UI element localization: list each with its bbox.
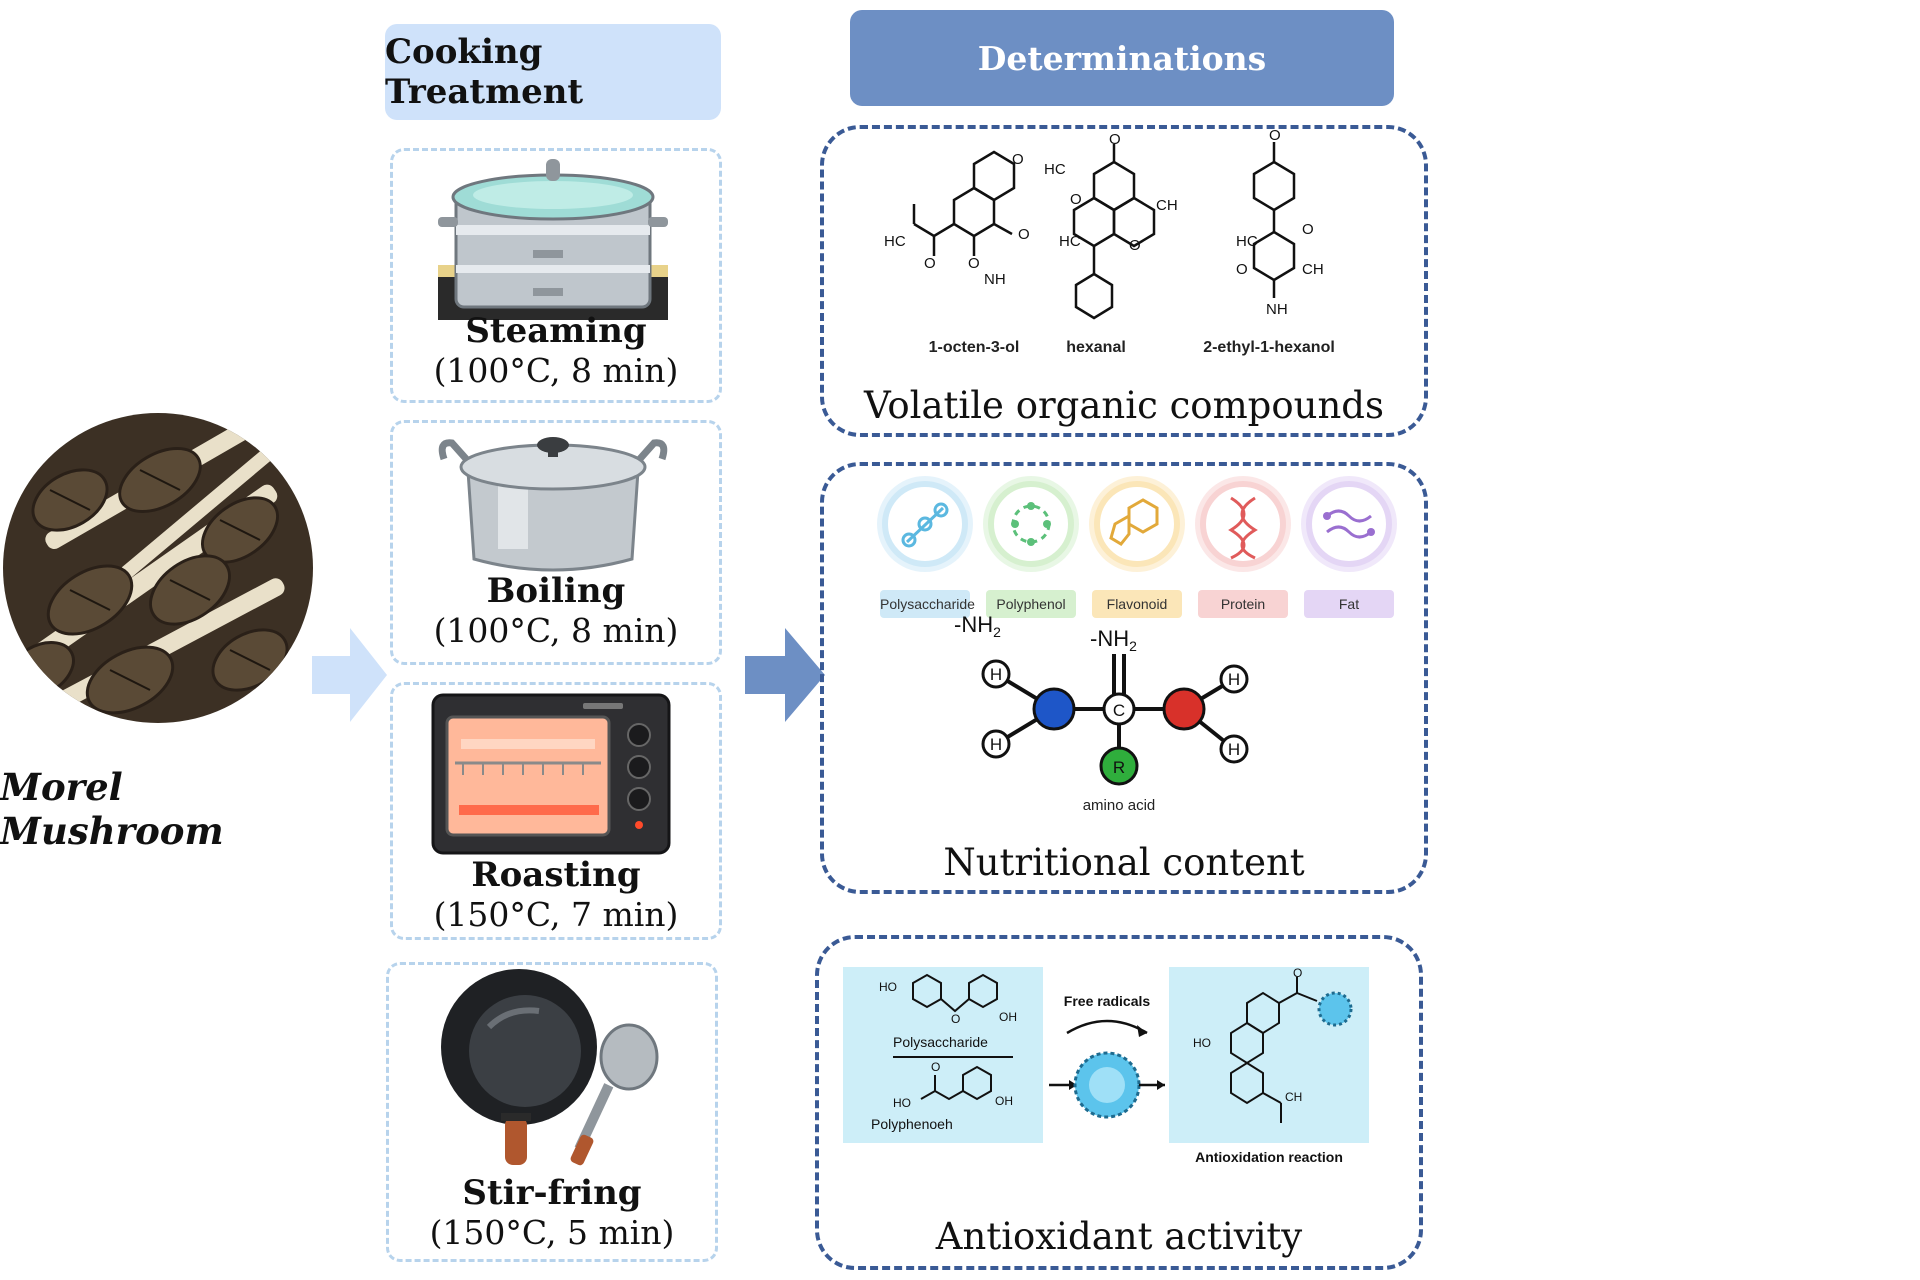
- svg-text:O: O: [1018, 226, 1030, 243]
- svg-text:OH: OH: [999, 1010, 1017, 1024]
- atom-h: H: [1228, 670, 1240, 689]
- step-boiling: Boiling (100°C, 8 min): [390, 420, 722, 665]
- svg-text:HO: HO: [1193, 1036, 1211, 1050]
- antioxidation-structure-illustration: HO CH O: [1193, 966, 1353, 1123]
- step-condition: (150°C, 5 min): [429, 1213, 675, 1252]
- nutrient-item: Polysaccharide: [872, 472, 978, 622]
- nh2-label-top: -NH2: [1090, 626, 1137, 654]
- antioxidation-reaction-label: Antioxidation reaction: [1195, 1149, 1343, 1165]
- amino-acid-diagram: H H C R H H -NH2 -NH2 amino acid: [954, 612, 1249, 814]
- svg-text:CH: CH: [1156, 197, 1178, 214]
- svg-text:NH: NH: [1266, 301, 1288, 318]
- nutrient-label: Polysaccharide: [880, 590, 975, 618]
- svg-text:HC: HC: [1044, 161, 1066, 178]
- compound-label: 2-ethyl-1-hexanol: [1203, 339, 1335, 356]
- nutrient-item: Polyphenol: [978, 472, 1084, 622]
- svg-text:O: O: [968, 255, 980, 272]
- step-steaming: Steaming (100°C, 8 min): [390, 148, 722, 403]
- atom-c: C: [1113, 701, 1125, 720]
- cooking-treatment-header: Cooking Treatment: [385, 24, 721, 120]
- nutritional-title: Nutritional content: [943, 841, 1305, 884]
- nutrient-label: Polyphenol: [986, 590, 1076, 618]
- steamer-pot-icon: [438, 159, 668, 320]
- atom-h: H: [990, 665, 1002, 684]
- polyphenol-icon: [983, 476, 1079, 572]
- step-stir-frying: Stir-fring (150°C, 5 min): [386, 962, 718, 1262]
- fat-icon: [1301, 476, 1397, 572]
- step-roasting: Roasting (150°C, 7 min): [390, 682, 722, 940]
- svg-text:NH: NH: [984, 271, 1006, 288]
- compound-label: hexanal: [1066, 339, 1126, 356]
- compound-label: 1-octen-3-ol: [928, 339, 1020, 356]
- morel-mushroom-label: Morel Mushroom: [0, 765, 224, 853]
- nutritional-content-panel: Polysaccharide Polyphenol Flavonoid Protein…: [820, 462, 1428, 894]
- svg-text:CH: CH: [1302, 261, 1324, 278]
- compound-structures-illustration: HO OH O HO OH O Polysaccharide Polyphenoeh: [871, 973, 1017, 1132]
- polyphenol-label: Polyphenoeh: [871, 1116, 953, 1132]
- protein-icon: [1195, 476, 1291, 572]
- antioxidation-box: HO CH O: [1169, 966, 1369, 1143]
- flavonoid-icon: [1089, 476, 1185, 572]
- svg-text:O: O: [1293, 966, 1302, 980]
- svg-text:HO: HO: [893, 1096, 911, 1110]
- nh2-label-left: -NH2: [954, 612, 1001, 640]
- free-radicals-label: Free radicals: [1063, 993, 1151, 1009]
- antioxidant-title: Antioxidant activity: [935, 1215, 1303, 1258]
- step-name: Steaming: [465, 311, 647, 351]
- svg-text:O: O: [924, 255, 936, 272]
- svg-text:OH: OH: [995, 1094, 1013, 1108]
- nutrient-item: Fat: [1296, 472, 1402, 622]
- polysaccharide-label: Polysaccharide: [893, 1034, 988, 1050]
- step-name: Stir-fring: [462, 1173, 642, 1213]
- cooking-pot-icon: [438, 437, 668, 572]
- wok-icon: [441, 969, 659, 1166]
- step-condition: (100°C, 8 min): [433, 611, 679, 650]
- nutrient-label: Protein: [1198, 590, 1288, 618]
- svg-text:HC: HC: [884, 233, 906, 250]
- step-name: Boiling: [486, 571, 626, 611]
- svg-text:HC: HC: [1059, 233, 1081, 250]
- step-condition: (150°C, 7 min): [433, 895, 679, 934]
- determinations-header: Determinations: [850, 10, 1394, 106]
- svg-text:O: O: [1269, 127, 1281, 144]
- svg-text:O: O: [1109, 131, 1121, 148]
- svg-text:O: O: [1129, 237, 1141, 254]
- atom-r: R: [1113, 758, 1125, 777]
- nutrient-item: Flavonoid: [1084, 472, 1190, 622]
- svg-text:O: O: [951, 1012, 960, 1026]
- arrow-dark-icon: [745, 628, 825, 722]
- atom-h: H: [990, 735, 1002, 754]
- morel-mushroom-photo: [3, 413, 313, 723]
- svg-text:O: O: [1302, 221, 1314, 238]
- oven-icon: [431, 693, 671, 855]
- atom-h: H: [1228, 740, 1240, 759]
- nutrient-label: Fat: [1304, 590, 1394, 618]
- amino-acid-caption: amino acid: [1083, 797, 1156, 814]
- nutrient-label: Flavonoid: [1092, 590, 1182, 618]
- step-condition: (100°C, 8 min): [433, 351, 679, 390]
- svg-text:O: O: [1236, 261, 1248, 278]
- step-name: Roasting: [471, 855, 641, 895]
- svg-text:CH: CH: [1285, 1090, 1302, 1104]
- nutrient-icon-row: Polysaccharide Polyphenol Flavonoid Protein…: [872, 472, 1402, 622]
- svg-text:HC: HC: [1236, 233, 1258, 250]
- nutrient-item: Protein: [1190, 472, 1296, 622]
- free-radical-icon: [1049, 1019, 1165, 1119]
- arrow-light-icon: [312, 628, 387, 722]
- svg-text:O: O: [1012, 151, 1024, 168]
- volatile-title: Volatile organic compounds: [864, 384, 1384, 427]
- svg-text:O: O: [1070, 191, 1082, 208]
- antioxidant-compounds-box: HO OH O HO OH O Polysaccharide Polyphenoeh: [843, 967, 1043, 1143]
- svg-text:O: O: [931, 1060, 940, 1074]
- svg-text:HO: HO: [879, 980, 897, 994]
- polysaccharide-icon: [877, 476, 973, 572]
